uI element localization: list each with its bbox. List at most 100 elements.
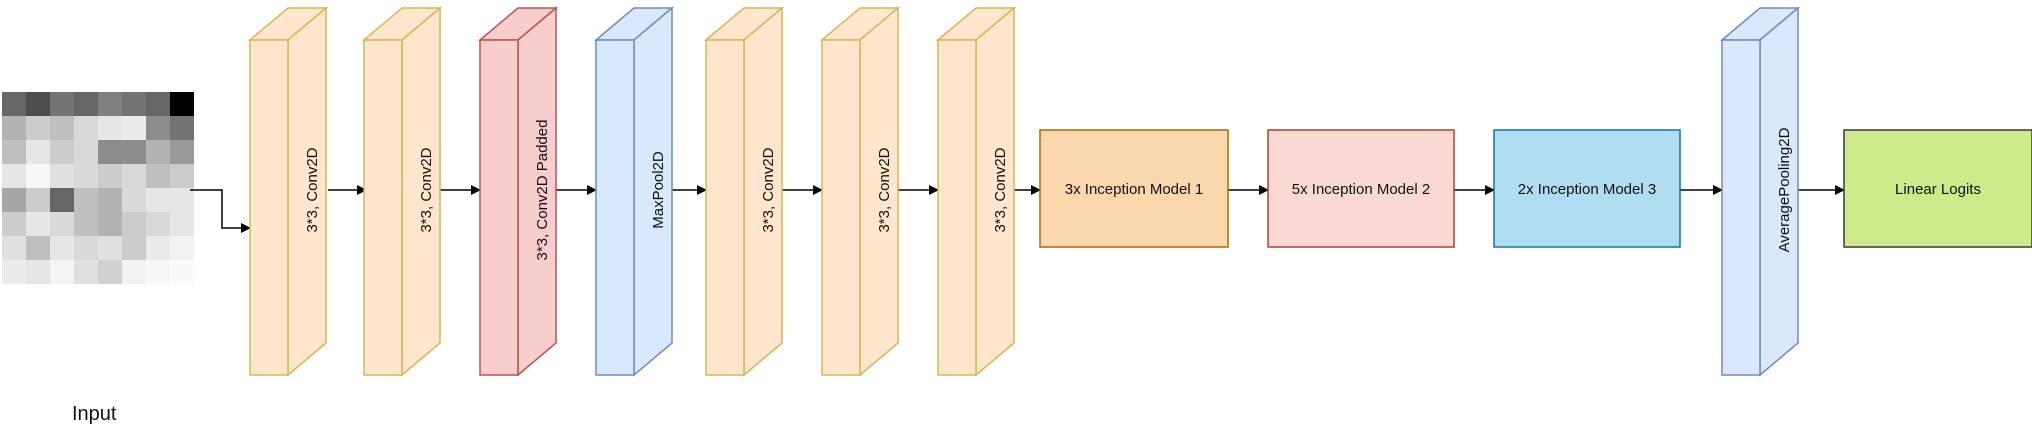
layer-label: 3*3, Conv2D Padded [534,120,551,261]
input-pixel [146,116,170,140]
input-pixel [98,260,122,284]
input-pixel [74,212,98,236]
input-pixel [50,188,74,212]
input-pixel [146,236,170,260]
input-pixel [146,92,170,116]
block-rect [1493,129,1681,248]
input-pixel [98,236,122,260]
input-pixel [74,140,98,164]
input-pixel [26,116,50,140]
input-pixel [146,140,170,164]
block-inception-model-1: 3x Inception Model 1 [1039,129,1229,248]
prism-front [937,39,977,376]
prism-front [1721,39,1761,376]
input-pixel [122,236,146,260]
input-pixel [170,260,194,284]
input-pixel [170,164,194,188]
input-image-grid [2,92,194,284]
input-pixel [50,212,74,236]
input-pixel [170,212,194,236]
input-label: Input [72,403,117,425]
input-pixel [146,188,170,212]
prism-front [249,39,289,376]
input-pixel [2,92,26,116]
input-pixel [26,212,50,236]
input-pixel [170,92,194,116]
input-pixel [98,116,122,140]
input-pixel [122,164,146,188]
input-pixel [170,140,194,164]
layer-label: AveragePooling2D [1776,127,1793,252]
layer-averagepooling2d: AveragePooling2D [1719,6,1801,377]
input-pixel [122,116,146,140]
input-pixel [26,260,50,284]
input-pixel [50,92,74,116]
input-pixel [74,116,98,140]
block-label: Linear Logits [1895,181,1981,198]
input-pixel [2,236,26,260]
prism-front [821,39,861,376]
layer-conv2d-padded: 3*3, Conv2D Padded [477,6,559,377]
input-pixel [98,188,122,212]
prism-front [479,39,519,376]
input-pixel [98,212,122,236]
input-pixel [170,116,194,140]
input-pixel [74,260,98,284]
prism-front [595,39,635,376]
input-pixel [98,92,122,116]
block-rect [1039,129,1229,248]
input-pixel [26,164,50,188]
block-rect [1843,129,2032,248]
layer-conv2d-5: 3*3, Conv2D [935,6,1017,377]
input-pixel [122,92,146,116]
input-pixel [74,92,98,116]
input-pixel [122,212,146,236]
input-pixel [122,188,146,212]
layer-conv2d-3: 3*3, Conv2D [703,6,785,377]
input-pixel [146,260,170,284]
layer-label: 3*3, Conv2D [418,147,435,232]
block-linear-logits: Linear Logits [1843,129,2032,248]
input-pixel [50,164,74,188]
input-pixel [26,140,50,164]
layer-label: 3*3, Conv2D [760,147,777,232]
prism-front [705,39,745,376]
layer-label: 3*3, Conv2D [992,147,1009,232]
input-pixel [98,140,122,164]
input-pixel [170,188,194,212]
input-pixel [50,116,74,140]
input-pixel [98,164,122,188]
connector-arrows [190,185,1845,233]
input-pixel [170,236,194,260]
layer-label: 3*3, Conv2D [876,147,893,232]
layer-conv2d-4: 3*3, Conv2D [819,6,901,377]
input-pixel [74,236,98,260]
layer-conv2d-2: 3*3, Conv2D [361,6,443,377]
input-pixel [146,164,170,188]
block-label: 5x Inception Model 2 [1292,181,1430,198]
input-pixel [2,116,26,140]
input-pixel [26,236,50,260]
input-pixel [2,188,26,212]
input-pixel [74,188,98,212]
block-inception-model-3: 2x Inception Model 3 [1493,129,1681,248]
layer-label: 3*3, Conv2D [304,147,321,232]
block-rect [1267,129,1455,248]
block-label: 2x Inception Model 3 [1518,181,1656,198]
layer-conv2d-1: 3*3, Conv2D [247,6,329,377]
input-pixel [2,212,26,236]
prism-front [363,39,403,376]
layer-maxpool2d: MaxPool2D [593,6,675,377]
layer-label: MaxPool2D [650,151,667,229]
input-pixel [26,92,50,116]
input-pixel [50,236,74,260]
block-inception-model-2: 5x Inception Model 2 [1267,129,1455,248]
input-pixel [50,260,74,284]
input-pixel [2,260,26,284]
input-pixel [50,140,74,164]
block-label: 3x Inception Model 1 [1065,181,1203,198]
input-pixel [26,188,50,212]
input-pixel [2,164,26,188]
input-pixel [74,164,98,188]
